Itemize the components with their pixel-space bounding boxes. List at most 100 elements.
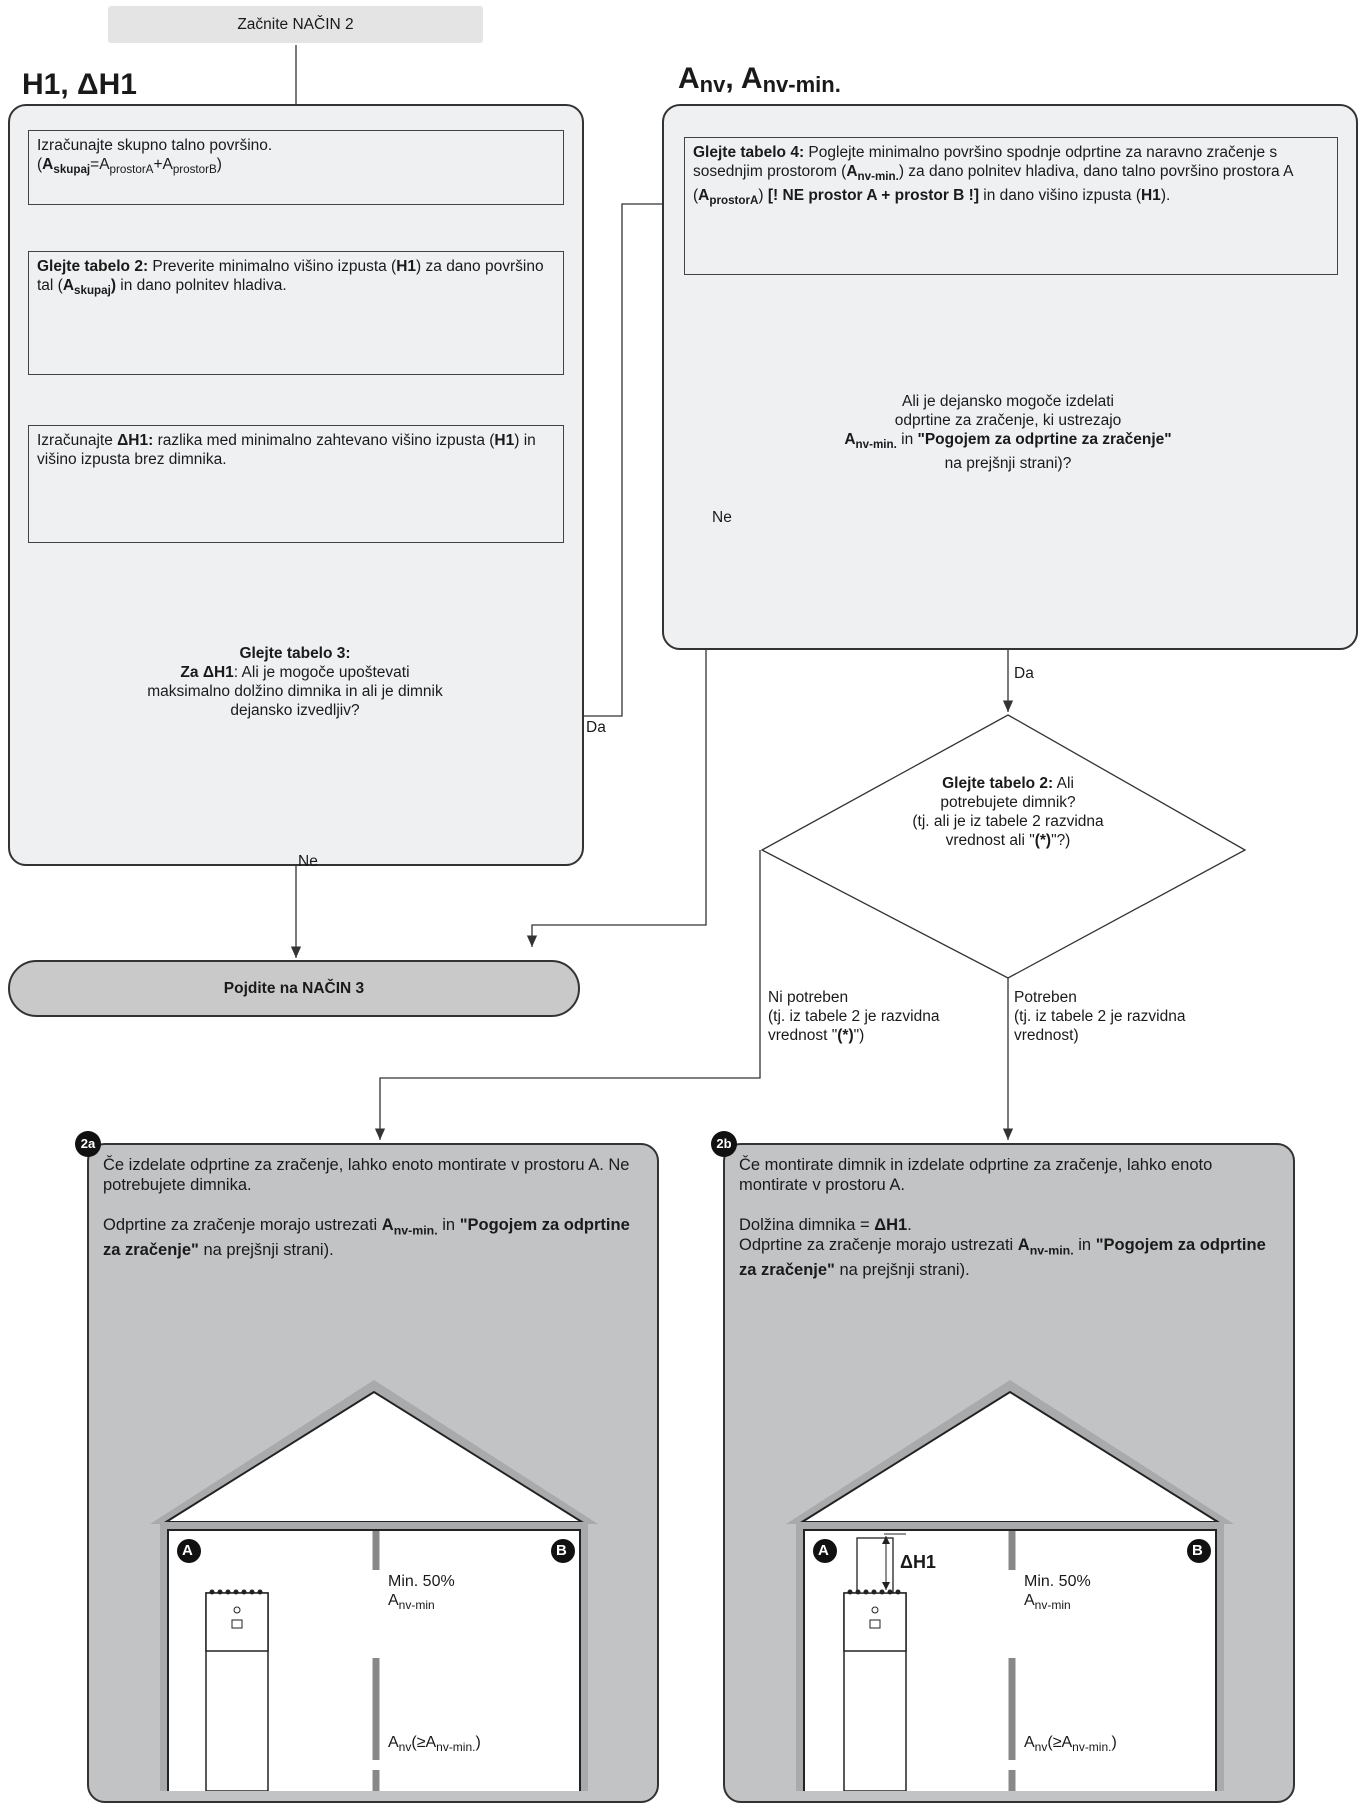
decision-2-b2: "Pogojem za odprtine za zračenje" — [917, 431, 1172, 448]
step-1-f7: prostorB — [172, 163, 217, 177]
step-3-t1: Izračunajte — [37, 432, 118, 449]
step-1-f1: ( — [37, 156, 43, 173]
vent-anv-2b: A — [1024, 1734, 1035, 1751]
step-3-b1: ΔH1: — [117, 432, 154, 449]
branch-right-line3: vrednost) — [1014, 1027, 1079, 1044]
step-3-box: Izračunajte ΔH1: razlika med minimalno z… — [28, 425, 564, 543]
outcome-2b-p2b: ΔH1 — [874, 1216, 908, 1234]
decision-2-line2: odprtine za zračenje, ki ustrezajo — [894, 412, 1122, 429]
step-4-b1: A — [846, 163, 858, 180]
house-2a — [150, 1380, 598, 1791]
right-heading-sub1: nv — [699, 72, 726, 97]
decision-1-line3: maksimalno dolžino dimnika in ali je dim… — [147, 683, 443, 700]
step-4-t2: ) za dano polnitev hladiva, dano talno p… — [693, 163, 1293, 205]
step-3-t2: razlika med minimalno zahtevano višino i… — [153, 432, 495, 449]
step-4-b2: A — [698, 187, 710, 205]
left-heading-text: H1, ΔH1 — [22, 68, 137, 101]
decision-1-line2: : Ali je mogoče upoštevati — [233, 664, 410, 681]
room-b-label-2a: B — [556, 1542, 567, 1559]
decision-1-text: Glejte tabelo 3: Za ΔH1: Ali je mogoče u… — [110, 644, 480, 720]
step-2-t1: Preverite minimalno višino izpusta ( — [148, 258, 397, 275]
right-heading: Anv, Anv-min. — [678, 62, 841, 98]
badge-2b: 2b — [711, 1131, 737, 1157]
vent-anv-sub-2a: nv — [398, 1740, 412, 1755]
decision-2-text: Ali je dejansko mogoče izdelati odprtine… — [808, 392, 1208, 473]
branch-left-line3a: vrednost " — [768, 1027, 838, 1044]
decision-1-b2: Za ΔH1 — [180, 664, 234, 681]
outcome-2a-p1: Če izdelate odprtine za zračenje, lahko … — [103, 1156, 630, 1194]
start-label: Začnite NAČIN 2 — [237, 16, 354, 33]
outcome-2a-p2d: "Pogojem za odprtine za zračenje" — [103, 1216, 630, 1260]
outcome-2b-p3b: A — [1017, 1236, 1030, 1254]
step-1-f4: =A — [90, 156, 110, 173]
vent-anv-close-2b: ) — [1111, 1734, 1117, 1751]
step-4-b3: [! NE prostor A + prostor B !] — [767, 187, 979, 205]
decision-2-line1: Ali je dejansko mogoče izdelati — [902, 393, 1114, 410]
house-2b — [786, 1380, 1234, 1791]
outcome-2b-p3c: in — [1073, 1236, 1096, 1254]
room-a-label-2b: A — [818, 1542, 829, 1559]
badge-2a: 2a — [75, 1131, 101, 1157]
branch-left-line2: (tj. iz tabele 2 je razvidna — [768, 1008, 940, 1025]
right-heading-sep: , A — [725, 62, 763, 95]
vent-anv-ge-sub-2a: nv-min. — [436, 1740, 476, 1755]
branch-left-line3c: ") — [853, 1027, 865, 1044]
outcome-2a-p2: Odprtine za zračenje morajo ustrezati An… — [103, 1215, 643, 1260]
step-1-f5: prostorA — [109, 163, 154, 177]
vent-anv-min-2a: A — [388, 1592, 399, 1609]
decision-1-line1: Glejte tabelo 3: — [239, 645, 351, 662]
branch-right-line1: Potreben — [1014, 989, 1077, 1006]
vent-anv-label-2a: Anv(≥Anv-min.) — [388, 1733, 481, 1757]
room-a-label-2a: A — [182, 1542, 193, 1559]
decision-1-line4: dejansko izvedljiv? — [230, 702, 360, 719]
outcome-2a-p2bsub: nv-min. — [393, 1223, 438, 1238]
outcome-2b-p3d: "Pogojem za odprtine za zračenje" — [739, 1236, 1266, 1280]
outcome-2b-p1: Če montirate dimnik in izdelate odprtine… — [739, 1156, 1213, 1194]
step-2-b2sub: skupaj — [74, 284, 111, 298]
decision-3-line4c: "?) — [1051, 832, 1071, 849]
step-4-box: Glejte tabelo 4: Poglejte minimalno povr… — [684, 137, 1338, 275]
vent-anv-label-2b: Anv(≥Anv-min.) — [1024, 1733, 1117, 1757]
goto-method-3-label: Pojdite na NAČIN 3 — [223, 980, 365, 997]
vent-anv-ge-2b: (≥A — [1047, 1734, 1073, 1751]
goto-method-3-button[interactable]: Pojdite na NAČIN 3 — [8, 960, 580, 1017]
outcome-2a-p2e: na prejšnji strani). — [198, 1241, 334, 1260]
decision-3-text: Glejte tabelo 2: Ali potrebujete dimnik?… — [858, 774, 1158, 850]
decision-3-bold: Glejte tabelo 2: — [942, 775, 1054, 792]
step-2-box: Glejte tabelo 2: Preverite minimalno viš… — [28, 251, 564, 375]
step-2-b1: H1 — [396, 258, 417, 275]
step-1-f3: skupaj — [53, 163, 91, 177]
step-4-b1sub: nv-min. — [857, 170, 899, 184]
vent-min-text-2a: Min. 50% — [388, 1573, 455, 1590]
outcome-2b-p3e: na prejšnji strani). — [834, 1261, 970, 1280]
dh1-label: ΔH1 — [900, 1552, 936, 1572]
decision-2-line4: na prejšnji strani)? — [944, 455, 1072, 473]
outcome-2a-p2a: Odprtine za zračenje morajo ustrezati — [103, 1216, 382, 1234]
step-1-f2: A — [42, 156, 54, 173]
step-4-bold: Glejte tabelo 4: — [693, 144, 805, 161]
decision-2-b1: A — [844, 431, 856, 448]
branch-right-line2: (tj. iz tabele 2 je razvidna — [1014, 1008, 1186, 1025]
label-da-2: Da — [1014, 665, 1034, 682]
step-2-b3: ) — [110, 277, 116, 294]
label-da-1: Da — [586, 719, 606, 736]
vent-min-label-2b: Min. 50% Anv-min — [1024, 1572, 1091, 1615]
outcome-2b-p2a: Dolžina dimnika = — [739, 1216, 875, 1234]
outcome-2b-p2: Dolžina dimnika = ΔH1. — [739, 1215, 1279, 1235]
outcome-2a-p2c: in — [437, 1216, 460, 1234]
step-2-t3: in dano polnitev hladiva. — [116, 277, 287, 294]
branch-right-label: Potreben (tj. iz tabele 2 je razvidna vr… — [1014, 988, 1185, 1045]
step-3-t3: ) in višino izpusta brez dimnika. — [37, 432, 536, 468]
right-heading-a: A — [678, 62, 700, 95]
outcome-2a-p2b: A — [381, 1216, 394, 1234]
vent-anv-2a: A — [388, 1734, 399, 1751]
outcome-2b-p2c: . — [907, 1216, 912, 1234]
step-1-f6: +A — [153, 156, 173, 173]
vent-anv-sub-2b: nv — [1034, 1740, 1048, 1755]
outcome-2b-p3: Odprtine za zračenje morajo ustrezati An… — [739, 1235, 1279, 1280]
right-heading-sub2: nv-min. — [762, 72, 841, 97]
decision-diamond-3 — [760, 714, 1247, 979]
step-4-t3: ) — [758, 187, 768, 205]
label-ne-2: Ne — [712, 509, 732, 526]
